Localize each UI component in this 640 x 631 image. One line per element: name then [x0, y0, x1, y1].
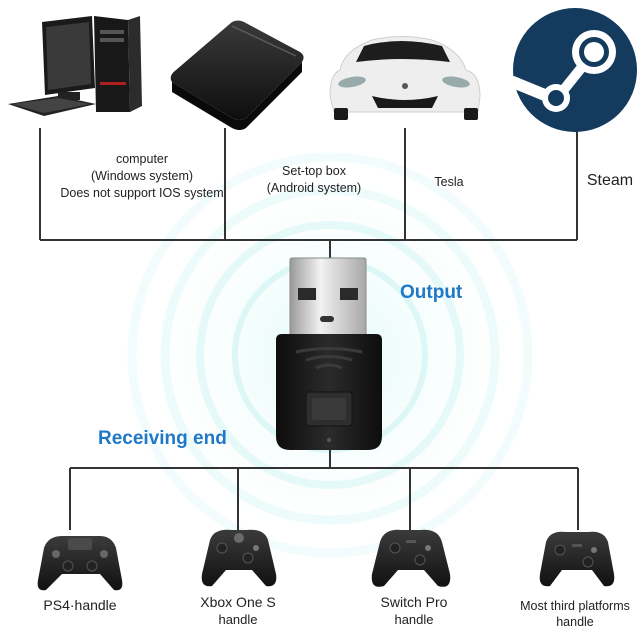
xbox-controller-icon: [202, 530, 277, 587]
receiving-end-heading: Receiving end: [98, 428, 227, 450]
tesla-car-icon: [330, 37, 480, 121]
third-party-label-line-1: Most third platforms: [510, 598, 640, 614]
steam-logo-icon: [513, 8, 637, 132]
third-party-label: Most third platforms handle: [510, 598, 640, 631]
ps4-controller-icon: [38, 536, 123, 590]
switch-pro-controller-icon: [372, 530, 451, 587]
set-top-box-label: Set-top box (Android system): [240, 163, 388, 197]
ps4-label-line-1: PS4·handle: [20, 596, 140, 615]
switch-pro-label-line-1: Switch Pro: [352, 594, 476, 612]
computer-label-line-1: computer: [36, 151, 248, 168]
third-party-controller-icon: [540, 532, 615, 587]
switch-pro-label-line-2: handle: [352, 612, 476, 628]
xbox-label-line-2: handle: [178, 612, 298, 628]
ps4-label: PS4·handle: [20, 596, 140, 615]
tesla-label: Tesla: [412, 174, 486, 191]
computer-label: computer (Windows system) Does not suppo…: [36, 151, 248, 202]
computer-label-line-3: Does not support IOS system: [36, 185, 248, 202]
third-party-label-line-2: handle: [510, 614, 640, 630]
set-top-box-label-line-1: Set-top box: [240, 163, 388, 180]
set-top-box-label-line-2: (Android system): [240, 180, 388, 197]
usb-adapter-icon: [276, 258, 382, 450]
xbox-label: Xbox One S handle: [178, 594, 298, 628]
tesla-label-line-1: Tesla: [412, 174, 486, 191]
xbox-label-line-1: Xbox One S: [178, 594, 298, 612]
computer-label-line-2: (Windows system): [36, 168, 248, 185]
computer-icon: [8, 16, 142, 116]
steam-label-line-1: Steam: [580, 170, 640, 192]
steam-label: Steam: [580, 170, 640, 192]
set-top-box-icon: [171, 21, 304, 131]
switch-pro-label: Switch Pro handle: [352, 594, 476, 628]
output-heading: Output: [400, 282, 462, 304]
